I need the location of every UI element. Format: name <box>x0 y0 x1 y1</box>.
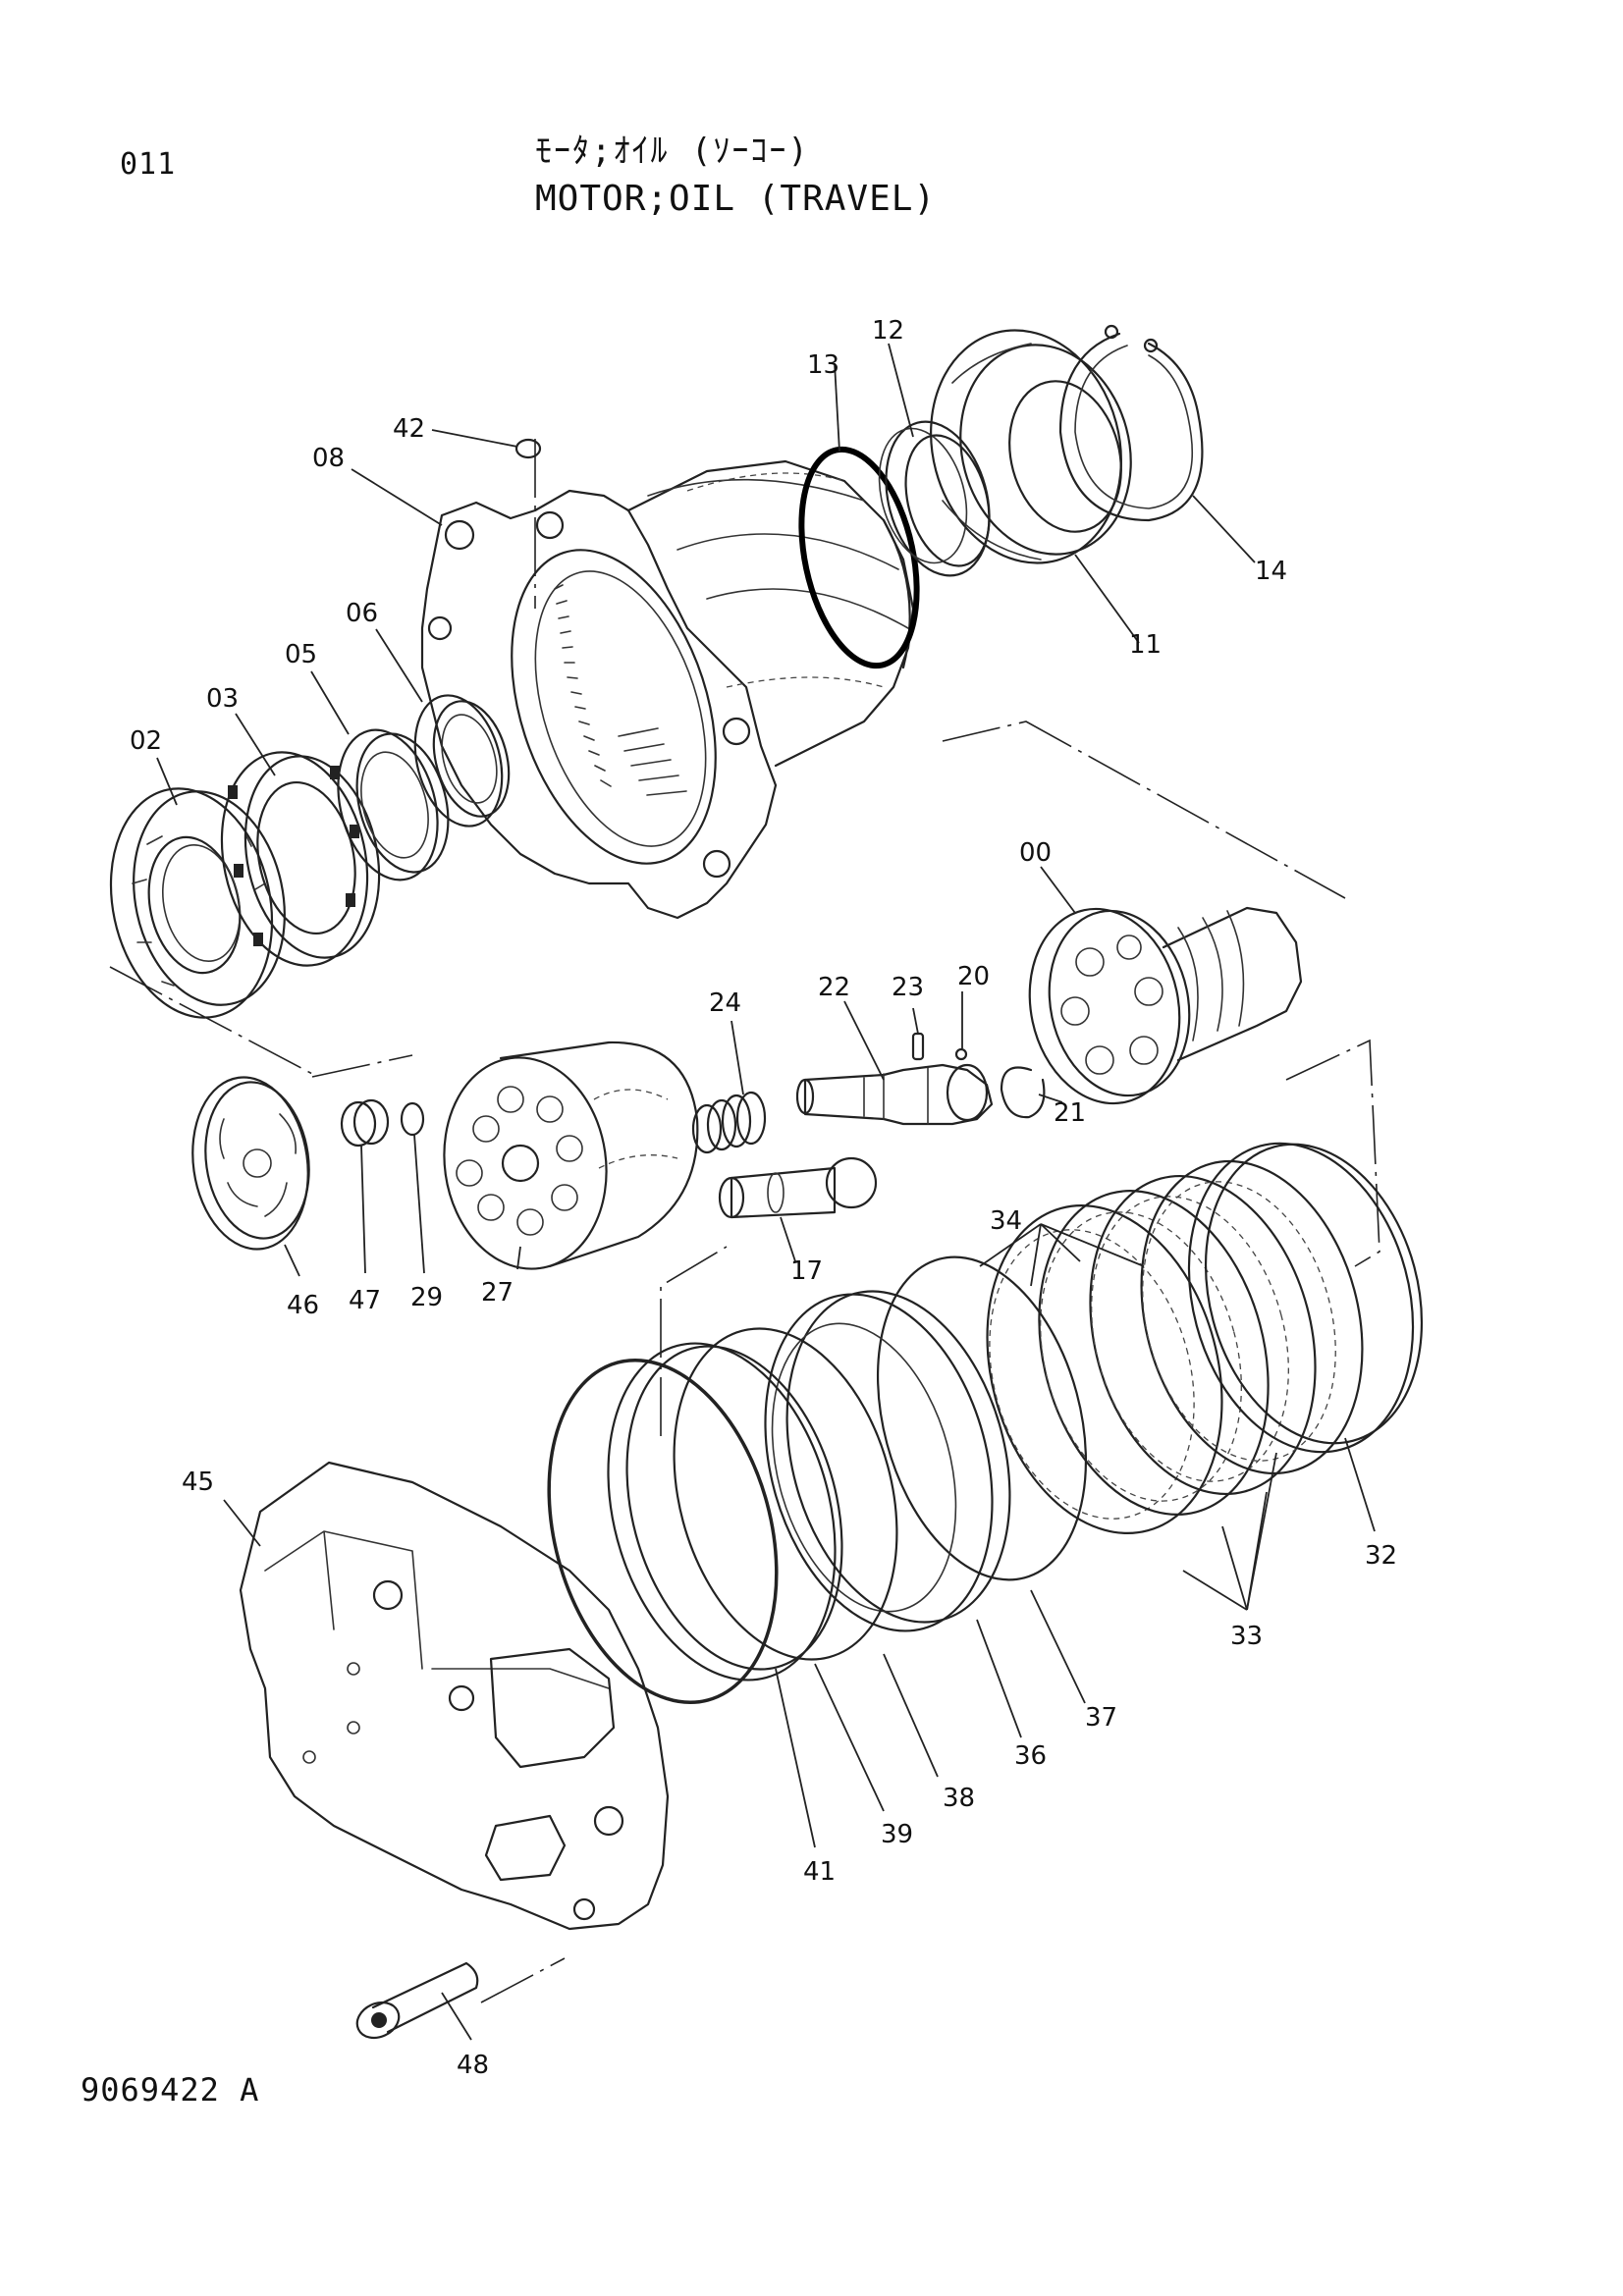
callout-23: 23 <box>892 973 924 1002</box>
callout-32: 32 <box>1365 1541 1397 1571</box>
callout-17: 17 <box>790 1256 823 1286</box>
callout-numbers: 00 02 03 05 06 08 11 12 13 14 17 20 21 2… <box>130 316 1397 2080</box>
cylinder-block-27-illustration <box>443 1041 699 1270</box>
valve-body-45-illustration <box>239 1461 670 1931</box>
nut-06-illustration <box>413 694 511 828</box>
snap-ring-21-illustration <box>1000 1066 1046 1119</box>
ring-29-illustration <box>400 1101 425 1137</box>
housing-08-illustration <box>420 459 915 920</box>
callout-41: 41 <box>803 1857 836 1887</box>
pin-42-illustration <box>514 438 542 459</box>
page-number: 011 <box>120 147 177 182</box>
brake-piston-36-illustration <box>764 1290 1011 1632</box>
callout-37: 37 <box>1085 1703 1117 1733</box>
callout-20: 20 <box>957 962 990 991</box>
bearing-05-illustration <box>337 728 450 881</box>
shaft-00-illustration <box>1028 906 1303 1105</box>
callout-24: 24 <box>709 988 741 1018</box>
callout-14: 14 <box>1255 557 1287 586</box>
callout-11: 11 <box>1129 630 1162 660</box>
callout-46: 46 <box>287 1291 319 1320</box>
ring-37-illustration <box>876 1255 1088 1581</box>
valve-plate-46-illustration <box>191 1076 310 1251</box>
callout-34: 34 <box>990 1206 1022 1236</box>
callout-38: 38 <box>943 1784 975 1813</box>
drawing-number: 9069422 A <box>81 2071 260 2109</box>
bushing-47-illustration <box>340 1098 390 1148</box>
retainer-03-illustration <box>220 751 381 967</box>
snap-ring-14-illustration <box>1058 324 1204 522</box>
o-ring-41-illustration <box>547 1358 779 1705</box>
callout-33: 33 <box>1230 1622 1263 1651</box>
callout-39: 39 <box>881 1820 913 1849</box>
callout-45: 45 <box>182 1468 214 1497</box>
callout-08: 08 <box>312 444 345 473</box>
bearing-02-illustration <box>109 787 286 1019</box>
bolt-48-illustration <box>355 1961 479 2040</box>
seal-12-illustration <box>878 420 991 577</box>
callout-42: 42 <box>393 414 425 444</box>
callout-29: 29 <box>410 1283 443 1312</box>
callout-12: 12 <box>872 316 904 346</box>
seal-38-illustration <box>673 1327 898 1661</box>
callout-47: 47 <box>349 1286 381 1315</box>
seal-39-illustration <box>607 1342 843 1682</box>
callout-21: 21 <box>1054 1098 1086 1128</box>
callout-48: 48 <box>457 2051 489 2080</box>
plates-33-34-illustration <box>986 1159 1364 1534</box>
assembly-center-lines <box>109 439 1380 2003</box>
callout-13: 13 <box>807 350 839 380</box>
pin-23-illustration <box>911 1032 925 1061</box>
diagram-title: MOTOR;OIL (TRAVEL) <box>535 179 937 219</box>
leader-lines <box>156 343 1376 2041</box>
diagram-title-japanese: ﾓｰﾀ;ｵｲﾙ (ｿｰｺｰ) <box>535 132 810 171</box>
cover-11-illustration <box>930 329 1132 564</box>
callout-27: 27 <box>481 1278 514 1308</box>
piston-17-illustration <box>718 1156 878 1219</box>
callout-36: 36 <box>1014 1741 1047 1771</box>
callout-02: 02 <box>130 726 162 756</box>
shaft-22-illustration <box>795 1063 994 1126</box>
callout-05: 05 <box>285 640 317 669</box>
callout-03: 03 <box>206 684 239 714</box>
ball-20-illustration <box>954 1047 968 1061</box>
o-ring-13-illustration <box>798 446 920 669</box>
callout-00: 00 <box>1019 838 1052 868</box>
plate-32-illustration <box>1187 1142 1424 1454</box>
spring-24-illustration <box>691 1091 767 1154</box>
callout-22: 22 <box>818 973 850 1002</box>
callout-06: 06 <box>346 599 378 628</box>
